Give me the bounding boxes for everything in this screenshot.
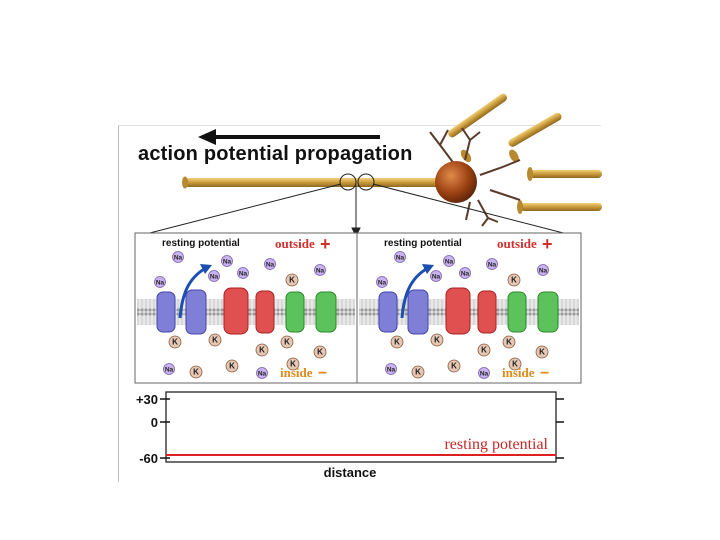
sodium-ion: Na — [164, 364, 175, 375]
potassium-ion: K — [508, 274, 520, 286]
potential-graph: +30 0 -60 resting potential distance — [136, 392, 564, 480]
ion-label: K — [394, 338, 400, 347]
ion-label: Na — [266, 262, 275, 269]
ion-label: Na — [539, 268, 548, 275]
potassium-ion: K — [226, 360, 238, 372]
ion-label: Na — [174, 255, 183, 262]
sodium-ion: Na — [377, 277, 388, 288]
sodium-ion: Na — [173, 252, 184, 263]
ion-label: Na — [396, 255, 405, 262]
ion-label: Na — [165, 367, 174, 374]
potassium-ion: K — [209, 334, 221, 346]
panel-right-inside-label: inside — [502, 365, 535, 380]
y-tick-0: 0 — [151, 415, 158, 430]
ion-label: K — [317, 348, 323, 357]
soma — [435, 161, 477, 203]
ion-label: Na — [461, 271, 470, 278]
panel-left-inside-label: inside — [280, 365, 313, 380]
ion-label: Na — [432, 274, 441, 281]
sodium-ion: Na — [238, 268, 249, 279]
potassium-ion: K — [314, 346, 326, 358]
sodium-ion: Na — [209, 271, 220, 282]
ion-label: Na — [223, 259, 232, 266]
ion-label: K — [451, 362, 457, 371]
sodium-ion: Na — [460, 268, 471, 279]
potassium-ion: K — [286, 274, 298, 286]
trace-label: resting potential — [444, 436, 548, 453]
panel-left-resting-label: resting potential — [162, 238, 240, 249]
ion-label: K — [172, 338, 178, 347]
ion-label: Na — [316, 268, 325, 275]
panel-right-outside-sign: + — [542, 234, 553, 254]
ion-label: K — [284, 338, 290, 347]
x-axis-label: distance — [324, 465, 377, 480]
panel-left-inside-sign: − — [318, 365, 327, 382]
potassium-ion: K — [281, 336, 293, 348]
potassium-ion: K — [503, 336, 515, 348]
sodium-ion: Na — [479, 368, 490, 379]
ion-label: Na — [480, 371, 489, 378]
ion-label: Na — [378, 280, 387, 287]
ion-label: K — [259, 346, 265, 355]
ion-label: K — [289, 276, 295, 285]
ion-label: K — [481, 346, 487, 355]
sodium-ion: Na — [487, 259, 498, 270]
sodium-ion: Na — [265, 259, 276, 270]
panel-left-outside-sign: + — [320, 234, 331, 254]
ion-label: Na — [156, 280, 165, 287]
ion-label: Na — [210, 274, 219, 281]
sodium-ion: Na — [222, 256, 233, 267]
panel-right-resting-label: resting potential — [384, 238, 462, 249]
potassium-ion: K — [391, 336, 403, 348]
ion-label: Na — [387, 367, 396, 374]
ion-label: K — [212, 336, 218, 345]
y-tick-minus60: -60 — [139, 451, 158, 466]
ion-label: Na — [239, 271, 248, 278]
panel-left-outside-label: outside — [275, 236, 315, 251]
potassium-ion: K — [256, 344, 268, 356]
sodium-ion: Na — [444, 256, 455, 267]
panel-right-outside-label: outside — [497, 236, 537, 251]
ion-label: K — [229, 362, 235, 371]
potassium-ion: K — [448, 360, 460, 372]
sodium-ion: Na — [155, 277, 166, 288]
sodium-ion: Na — [315, 265, 326, 276]
ion-label: Na — [258, 371, 267, 378]
sodium-ion: Na — [395, 252, 406, 263]
ion-label: K — [434, 336, 440, 345]
ion-label: Na — [445, 259, 454, 266]
sodium-ion: Na — [538, 265, 549, 276]
axon — [182, 177, 446, 189]
potassium-ion: K — [169, 336, 181, 348]
ion-label: K — [511, 276, 517, 285]
potassium-ion: K — [190, 366, 202, 378]
sodium-ion: Na — [257, 368, 268, 379]
ion-label: K — [539, 348, 545, 357]
figure-title: action potential propagation — [138, 143, 413, 166]
sodium-ion: Na — [431, 271, 442, 282]
ion-label: K — [193, 368, 199, 377]
potassium-ion: K — [478, 344, 490, 356]
potassium-ion: K — [536, 346, 548, 358]
potassium-ion: K — [412, 366, 424, 378]
y-tick-plus30: +30 — [136, 392, 158, 407]
panel-right-inside-sign: − — [540, 365, 549, 382]
ion-label: K — [415, 368, 421, 377]
ion-label: K — [506, 338, 512, 347]
potassium-ion: K — [431, 334, 443, 346]
sodium-ion: Na — [386, 364, 397, 375]
ion-label: Na — [488, 262, 497, 269]
